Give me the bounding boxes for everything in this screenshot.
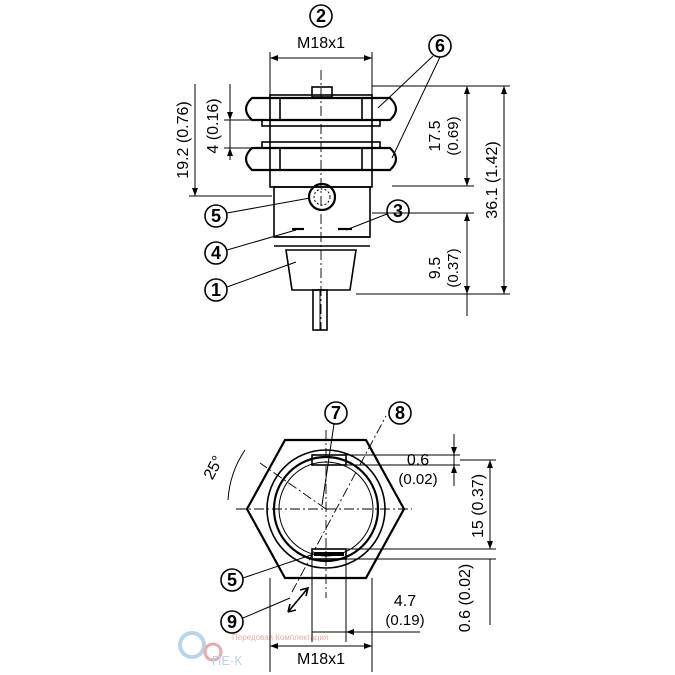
dim-0-6-a-in: (0.02) [398,471,437,488]
callout-4: 4 [211,243,221,263]
hex-nut [245,438,406,580]
led-window [307,182,337,212]
callout-9: 9 [227,612,237,632]
callout-7: 7 [331,403,341,423]
leader-6-lower [391,56,441,159]
lower-nut [244,146,398,172]
side-view: 2 M18x1 [175,4,510,331]
dim-0-6-a-arrows [451,447,457,473]
dim-0-6-a: 0.6 [407,452,429,469]
top-view: 25° 7 8 0.6 (0.02) 15 (0.37) 0.6 (0.02) … [201,401,496,672]
gear-small-icon [203,642,223,662]
leader-7 [321,423,335,506]
dim-4: 4 (0.16) [205,98,222,153]
callout-1: 1 [211,280,221,300]
callout-6: 6 [435,36,445,56]
dim-4-7: 4.7 [394,593,416,610]
callout-circle-5b [220,568,244,592]
double-arrow-icon [287,586,310,613]
bottom-thread-label: M18x1 [297,651,345,668]
watermark: ПЕ-К Передовая Комплектация [178,631,328,668]
callout-circle-8 [388,401,412,425]
dim-4-7-arrow [346,629,354,635]
connector-cone [285,249,357,291]
leader-1 [226,261,297,288]
dim-17-5-in: (0.69) [445,116,462,155]
lower-washer [261,141,381,149]
angle-label: 25° [201,453,227,482]
dim-9-5-in: (0.37) [445,248,462,287]
dim-19-2-arrow [192,188,198,196]
dim-17-5: 17.5 [427,120,444,151]
dim-36-1: 36.1 (1.42) [484,141,501,218]
callout-circle-9 [220,610,244,634]
leader-6-upper [377,55,434,109]
callout-5b: 5 [227,570,237,590]
leader-5b [242,553,315,579]
callout-circle-5a [204,204,228,228]
watermark-brand: ПЕ-К [212,653,242,668]
callout-circle-2 [309,4,333,28]
callout-circle-7 [324,401,348,425]
callout-5a: 5 [211,206,221,226]
leader-4 [226,229,297,251]
side-thread-label: M18x1 [297,35,345,52]
led-housing [273,186,371,238]
led-dot-pattern [313,188,331,206]
gear-icon [178,631,206,659]
angled-centerline [291,415,387,593]
leader-9 [242,597,291,619]
upper-washer [261,119,381,127]
dim-4-7-in: (0.19) [385,612,424,629]
callout-8: 8 [395,403,405,423]
callout-circle-3 [386,199,410,223]
dim-19-2: 19.2 (0.76) [175,101,192,178]
dim-0-6-b: 0.6 (0.02) [457,564,474,632]
callout-circle-4 [204,241,228,265]
callout-3: 3 [393,201,403,221]
leader-3 [345,213,388,231]
led-marker-top-view [314,552,344,556]
callout-circle-1 [204,278,228,302]
angle-ref-line [259,462,327,510]
callout-2: 2 [316,6,326,26]
upper-nut [244,96,398,122]
angle-arc [227,449,246,501]
dim-9-5: 9.5 [427,257,444,279]
dim-15: 15 (0.37) [470,474,487,538]
watermark-tagline: Передовая Комплектация [232,633,328,642]
leader-5a [226,197,311,214]
